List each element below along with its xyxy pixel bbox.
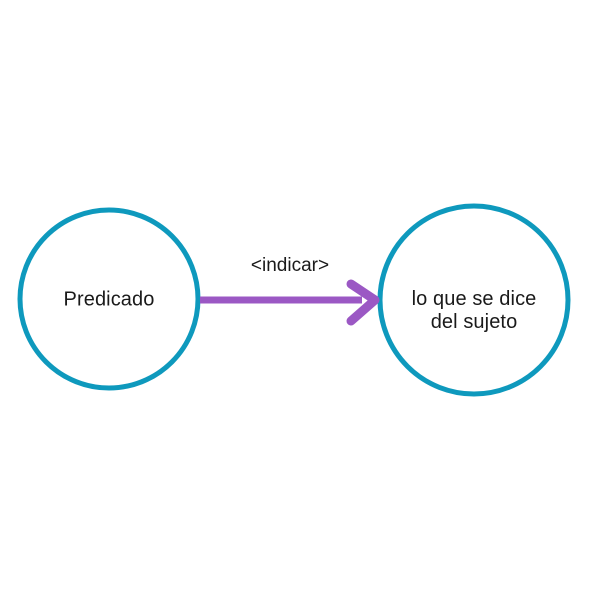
node-circle-predicado[interactable] <box>17 207 201 391</box>
edge-arrowhead-icon <box>346 279 380 326</box>
node-circle-definition[interactable] <box>377 203 571 397</box>
